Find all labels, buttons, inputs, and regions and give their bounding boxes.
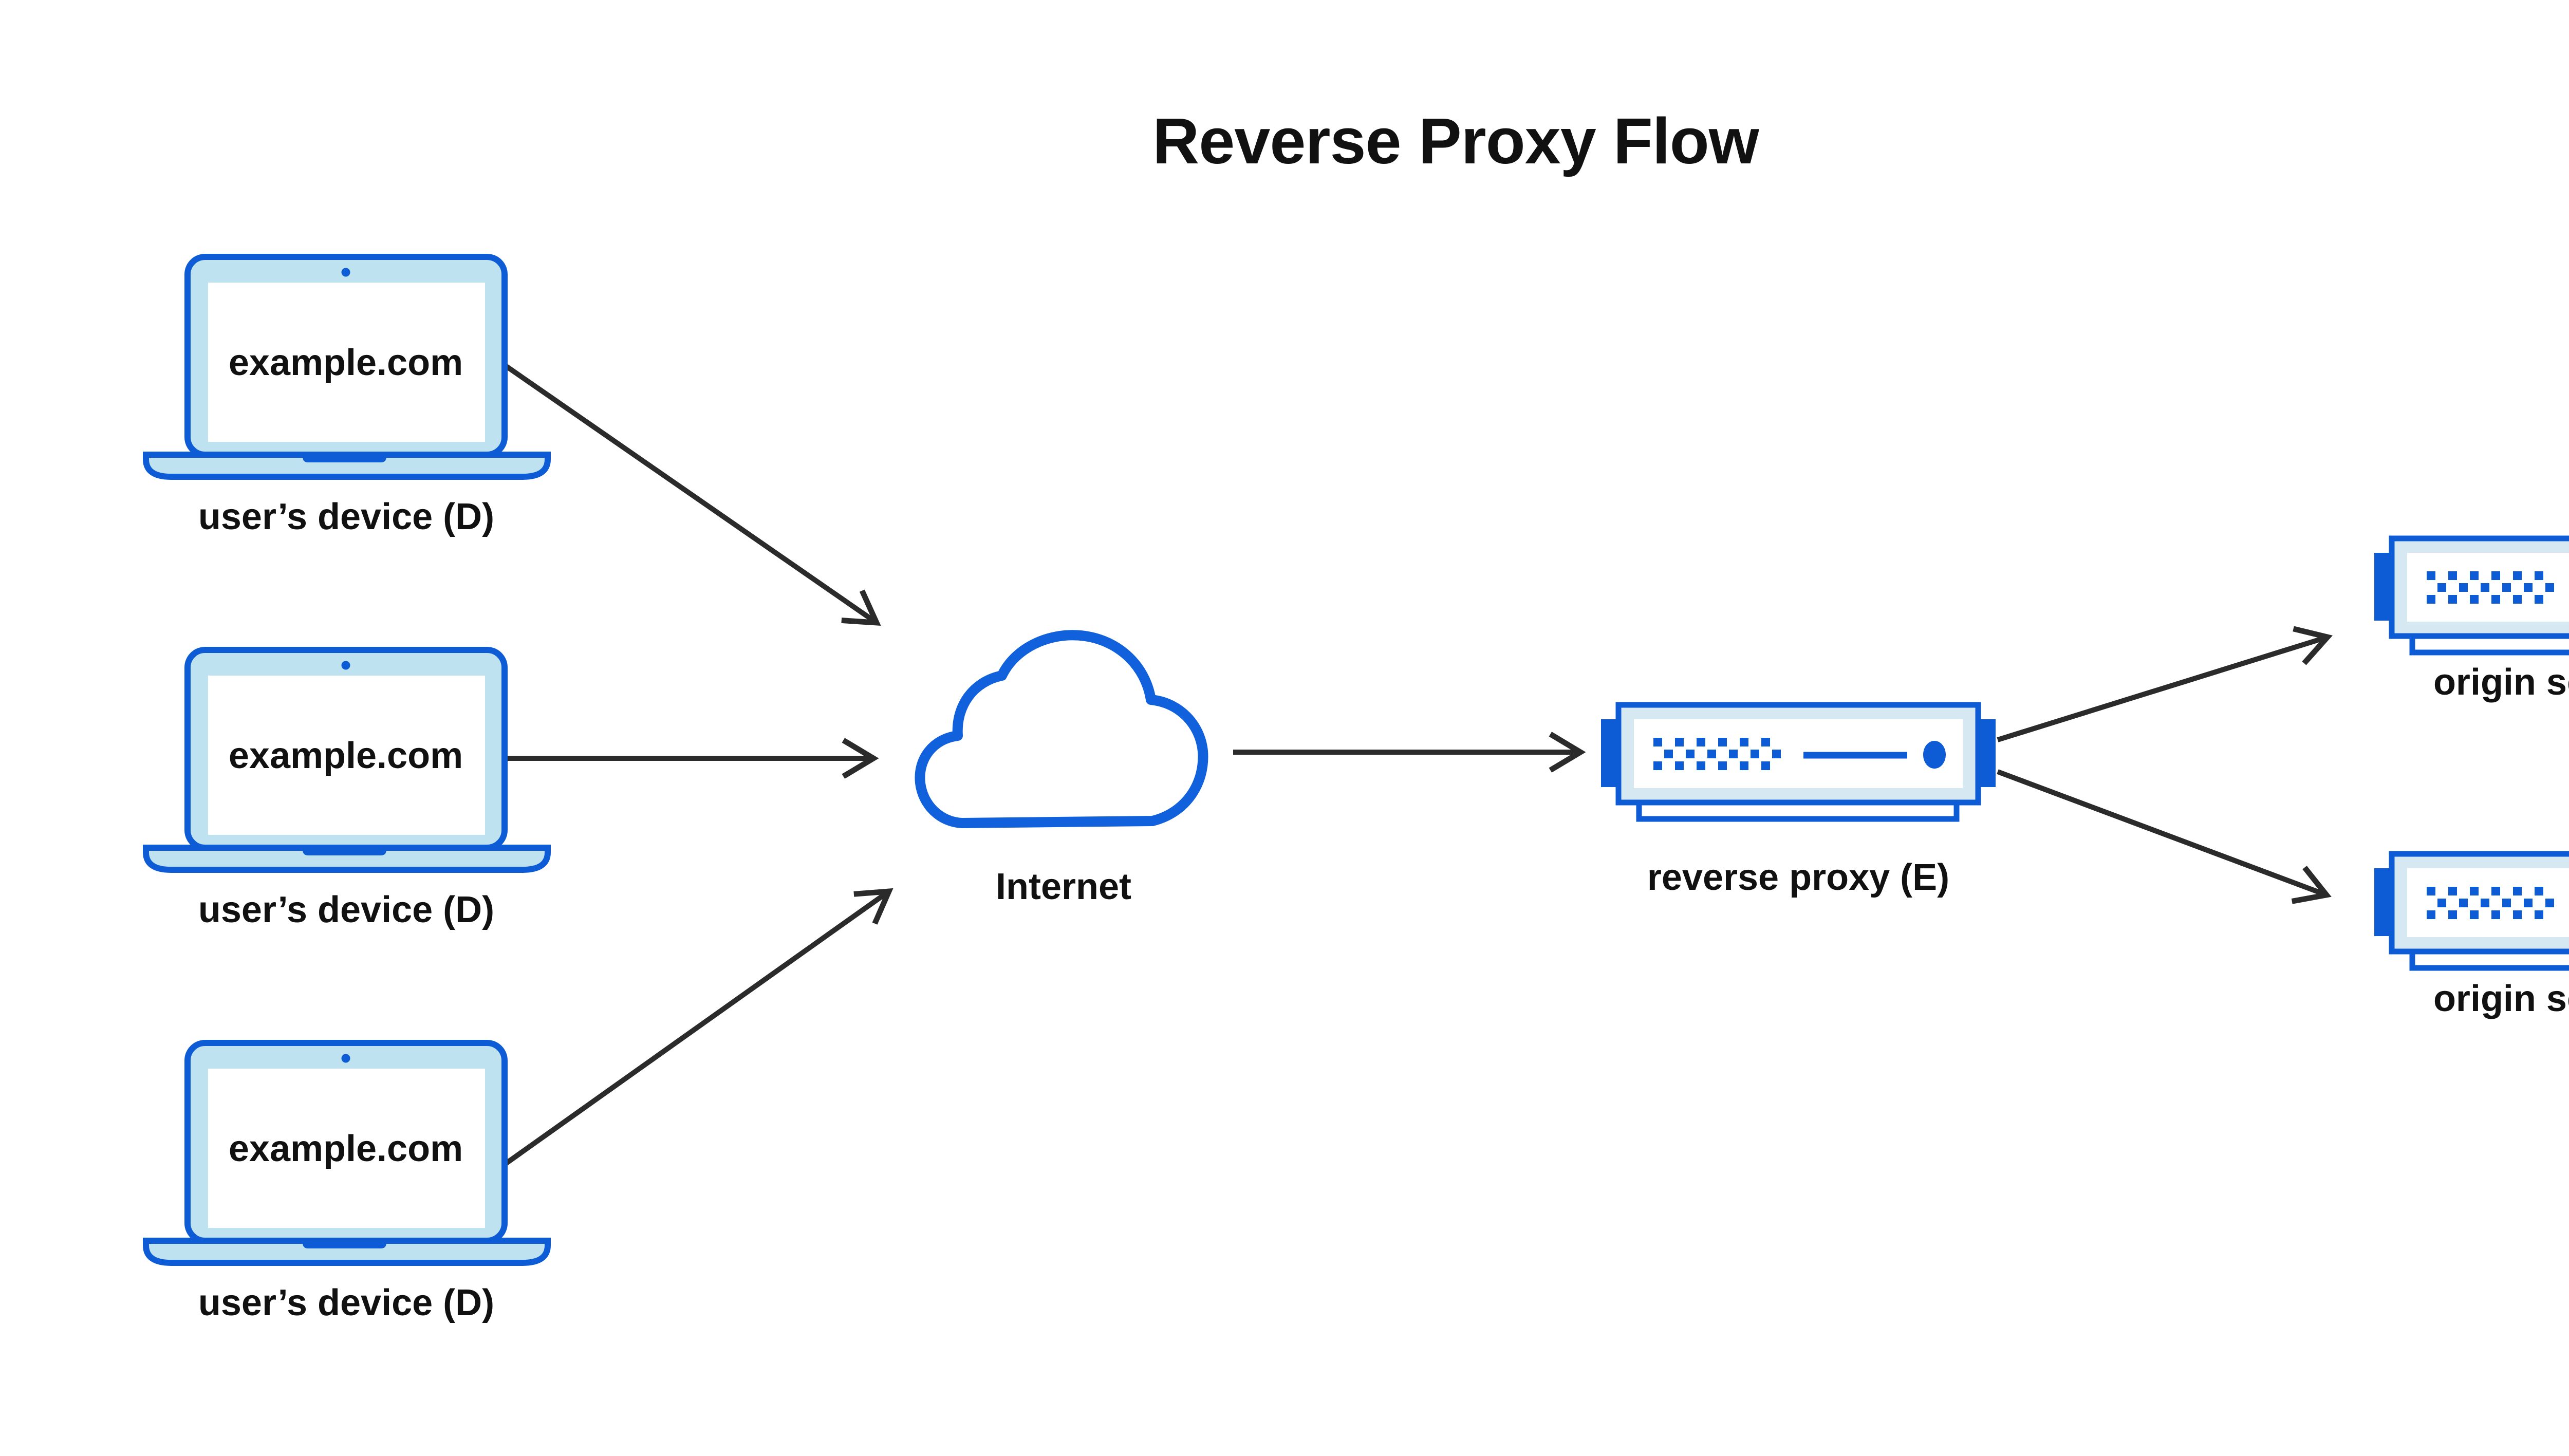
diagram-title: Reverse Proxy Flow [1152, 105, 1760, 177]
internet-node: Internet [915, 630, 1208, 907]
device-label: user’s device (D) [198, 889, 494, 930]
server-icon [2374, 538, 2569, 652]
user-device-node-3: example.com user’s device (D) [146, 1043, 548, 1323]
origin-server-label: origin server (F) [2433, 978, 2569, 1019]
arrow-device3-to-internet [504, 888, 893, 1166]
user-device-node-2: example.com user’s device (D) [146, 650, 548, 930]
arrow-proxy-to-origin1 [1997, 626, 2333, 742]
device-label: user’s device (D) [198, 496, 494, 537]
reverse-proxy-label: reverse proxy (E) [1647, 857, 1949, 898]
arrow-device1-to-internet [504, 363, 881, 626]
user-device-node-1: example.com user’s device (D) [146, 257, 548, 537]
device-screen-text: example.com [229, 1128, 463, 1169]
internet-label: Internet [996, 866, 1131, 907]
reverse-proxy-node: reverse proxy (E) [1601, 705, 1996, 898]
device-label: user’s device (D) [198, 1282, 494, 1323]
server-icon [1601, 705, 1996, 819]
device-screen-text: example.com [229, 735, 463, 776]
origin-server-node-1: origin server (F) [2374, 538, 2569, 703]
origin-server-node-2: origin server (F) [2374, 854, 2569, 1019]
flow-arrows [504, 363, 2333, 1166]
device-screen-text: example.com [229, 342, 463, 383]
server-icon [2374, 854, 2569, 968]
cloud-icon [915, 630, 1208, 828]
origin-server-label: origin server (F) [2433, 662, 2569, 703]
arrow-proxy-to-origin2 [1997, 769, 2332, 904]
